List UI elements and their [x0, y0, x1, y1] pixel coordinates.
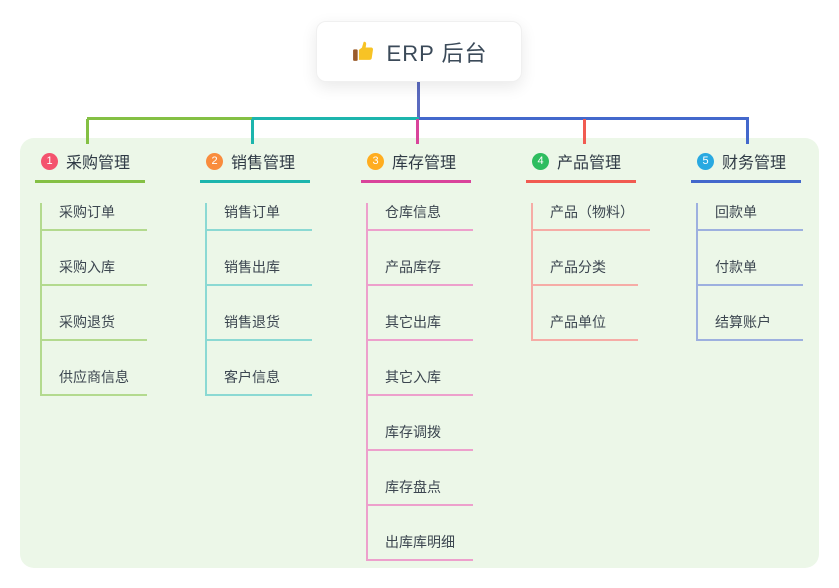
connector-horizontal-segment	[87, 117, 253, 120]
connector-drop	[86, 119, 89, 144]
branch-number-badge: 3	[367, 152, 384, 170]
mindmap-child-node[interactable]: 销售出库	[207, 258, 312, 286]
mindmap-child-node[interactable]: 销售退货	[207, 313, 312, 341]
mindmap-child-node[interactable]: 库存盘点	[368, 478, 473, 506]
mindmap-child-node[interactable]: 回款单	[698, 203, 803, 231]
mindmap-child-node[interactable]: 采购订单	[42, 203, 147, 231]
mindmap-child-node[interactable]: 其它出库	[368, 313, 473, 341]
mindmap-child-node[interactable]: 采购退货	[42, 313, 147, 341]
connector-horizontal-segment	[252, 117, 419, 120]
connector-drop	[583, 119, 586, 144]
branch-number-badge: 2	[206, 152, 223, 170]
mindmap-child-node[interactable]: 其它入库	[368, 368, 473, 396]
branch-children: 仓库信息产品库存其它出库其它入库库存调拨库存盘点出库库明细	[366, 203, 511, 561]
branch-number-badge: 4	[532, 152, 549, 170]
mindmap-child-node[interactable]: 产品分类	[533, 258, 638, 286]
branch-node[interactable]: 4 产品管理	[526, 147, 636, 183]
mindmap-child-node[interactable]: 仓库信息	[368, 203, 473, 231]
mindmap-child-node[interactable]: 供应商信息	[42, 368, 147, 396]
branch-node[interactable]: 2 销售管理	[200, 147, 310, 183]
branch: 4 产品管理 产品（物料） 产品分类产品单位	[526, 147, 676, 341]
branch-children: 产品（物料） 产品分类产品单位	[531, 203, 676, 341]
mindmap-panel	[20, 138, 819, 568]
branch-node[interactable]: 3 库存管理	[361, 147, 471, 183]
branch-label: 销售管理	[231, 155, 296, 172]
branch-node[interactable]: 5 财务管理	[691, 147, 801, 183]
branch-label: 库存管理	[392, 155, 457, 172]
branch-number-badge: 5	[697, 152, 714, 170]
mindmap-child-node[interactable]: 产品单位	[533, 313, 638, 341]
branch: 1 采购管理 采购订单采购入库采购退货供应商信息	[35, 147, 185, 396]
branch-children: 销售订单销售出库销售退货客户信息	[205, 203, 350, 396]
mindmap-child-node[interactable]: 出库库明细	[368, 533, 473, 561]
branch-label: 采购管理	[66, 155, 131, 172]
branch-node[interactable]: 1 采购管理	[35, 147, 145, 183]
mindmap-child-node[interactable]: 付款单	[698, 258, 803, 286]
root-title: ERP 后台	[386, 40, 488, 66]
mindmap-child-node[interactable]: 产品库存	[368, 258, 473, 286]
connector-drop	[251, 119, 254, 144]
branch: 3 库存管理 仓库信息产品库存其它出库其它入库库存调拨库存盘点出库库明细	[361, 147, 511, 561]
root-connector-line	[417, 82, 420, 119]
mindmap-child-node[interactable]: 结算账户	[698, 313, 803, 341]
mindmap-child-node[interactable]: 采购入库	[42, 258, 147, 286]
thumbs-up-icon	[351, 39, 376, 64]
branch-children: 采购订单采购入库采购退货供应商信息	[40, 203, 185, 396]
mindmap-child-node[interactable]: 产品（物料）	[533, 203, 650, 231]
branch-number-badge: 1	[41, 152, 58, 170]
branch-label: 财务管理	[722, 155, 787, 172]
connector-horizontal-segment	[419, 117, 749, 120]
mindmap-child-node[interactable]: 销售订单	[207, 203, 312, 231]
mindmap-child-node[interactable]: 库存调拨	[368, 423, 473, 451]
branch: 2 销售管理 销售订单销售出库销售退货客户信息	[200, 147, 350, 396]
connector-drop	[746, 119, 749, 144]
branch-label: 产品管理	[557, 155, 622, 172]
branch-children: 回款单付款单结算账户	[696, 203, 839, 341]
branch: 5 财务管理 回款单付款单结算账户	[691, 147, 839, 341]
root-node[interactable]: ERP 后台	[316, 21, 522, 82]
connector-drop	[416, 119, 419, 144]
mindmap-child-node[interactable]: 客户信息	[207, 368, 312, 396]
